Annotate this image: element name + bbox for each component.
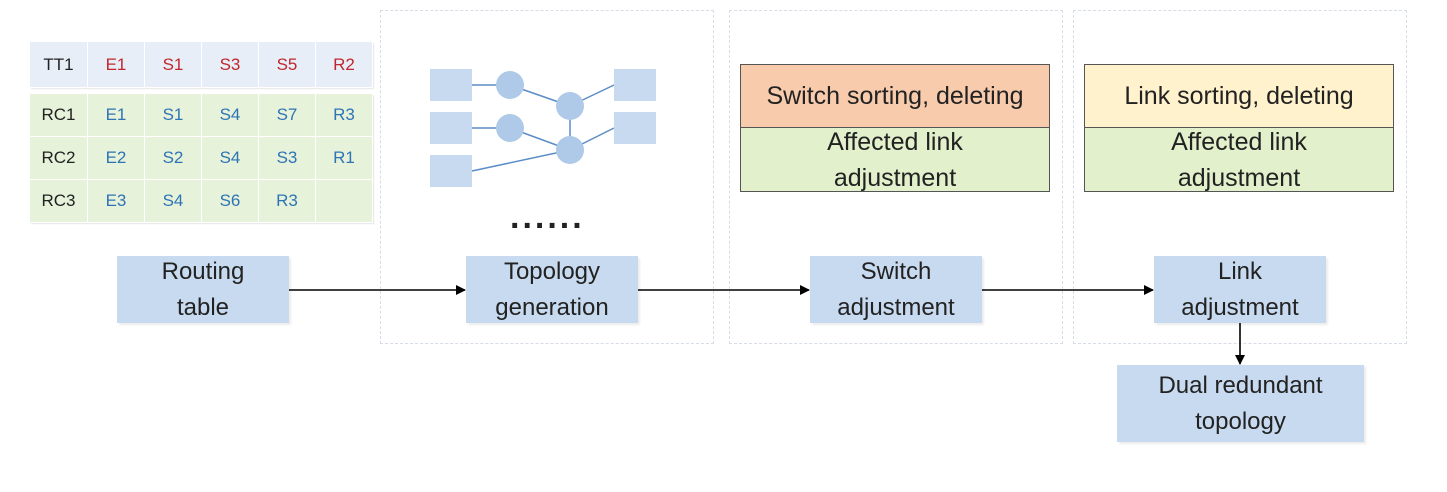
switch-panel (729, 10, 1063, 344)
routing-table-cell: S4 (202, 137, 259, 180)
routing-table-cell: E3 (88, 180, 145, 223)
step-label: Routing (161, 257, 245, 285)
routing-table-cell: S5 (259, 42, 316, 88)
link-affected-line1: Affected link (1171, 127, 1307, 156)
step-label: generation (495, 293, 609, 321)
routing-table-row-label: RC1 (30, 94, 88, 137)
routing-table-cell: E2 (88, 137, 145, 180)
routing-table-cell: S3 (259, 137, 316, 180)
routing-table-step: Routing table (117, 256, 289, 323)
routing-table-cell: S4 (202, 94, 259, 137)
step-label: table (176, 293, 230, 321)
routing-table-cell: S4 (145, 180, 202, 223)
end-system-node (430, 112, 472, 144)
step-label: adjustment (1181, 293, 1299, 321)
switch-node (556, 92, 584, 120)
routing-table-cell: S7 (259, 94, 316, 137)
topology-generation-step: Topology generation (466, 256, 638, 323)
topology-panel (380, 10, 714, 344)
link-affected-line2: adjustment (1177, 163, 1301, 192)
step-label: Switch (860, 257, 932, 285)
routing-table-cell: E1 (88, 42, 145, 88)
routing-table-cell: R1 (316, 137, 373, 180)
dual-redundant-topology-step: Dual redundant topology (1117, 365, 1364, 442)
routing-table-cell: R2 (316, 42, 373, 88)
step-label: Link (1217, 257, 1263, 285)
graph-edge (471, 149, 571, 172)
routing-table-cell: R3 (316, 94, 373, 137)
link-sorting-box: Link sorting, deleting (1084, 64, 1394, 128)
routing-table-cell: S1 (145, 42, 202, 88)
receiver-node (614, 112, 656, 144)
link-adjustment-step: Link adjustment (1154, 256, 1326, 323)
switch-affected-box: Affected link adjustment (740, 127, 1050, 192)
step-label: adjustment (837, 293, 955, 321)
end-system-node (430, 155, 472, 187)
routing-table-cell: R3 (259, 180, 316, 223)
routing-table-row-label: RC3 (30, 180, 88, 223)
routing-table-cell: S6 (202, 180, 259, 223)
routing-table-cell: S3 (202, 42, 259, 88)
routing-table-cell: S2 (145, 137, 202, 180)
ellipsis: ...... (510, 198, 585, 236)
switch-adjustment-step: Switch adjustment (810, 256, 982, 323)
step-label: Dual redundant (1158, 371, 1323, 399)
switch-sorting-label: Switch sorting, deleting (766, 82, 1024, 110)
link-affected-box: Affected link adjustment (1084, 127, 1394, 192)
switch-node (496, 71, 524, 99)
link-sorting-label: Link sorting, deleting (1124, 82, 1354, 110)
switch-affected-line1: Affected link (827, 127, 963, 156)
step-label: topology (1195, 407, 1286, 435)
switch-node (556, 136, 584, 164)
routing-table-row-label: RC2 (30, 137, 88, 180)
receiver-node (614, 69, 656, 101)
switch-node (496, 114, 524, 142)
step-label: Topology (503, 257, 601, 285)
routing-table-cell: S1 (145, 94, 202, 137)
switch-affected-line2: adjustment (833, 163, 957, 192)
end-system-node (430, 69, 472, 101)
routing-table-row-label: TT1 (30, 42, 88, 88)
switch-sorting-box: Switch sorting, deleting (740, 64, 1050, 128)
routing-table-cell (316, 180, 373, 223)
routing-table-cell: E1 (88, 94, 145, 137)
